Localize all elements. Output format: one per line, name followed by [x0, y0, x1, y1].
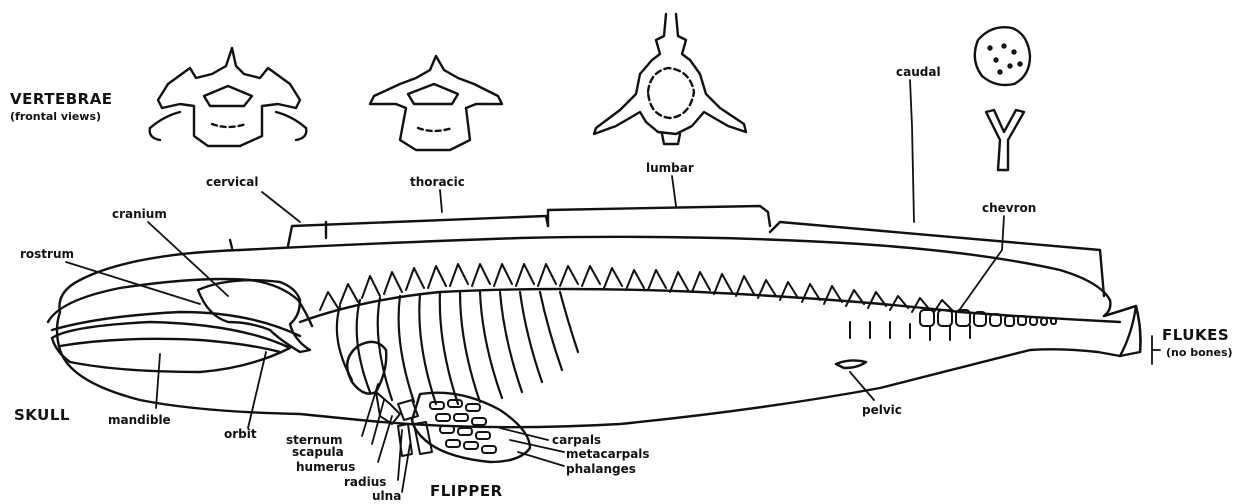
mandible-label: mandible — [108, 413, 171, 427]
pelvic-label: pelvic — [862, 403, 902, 417]
skull-label: SKULL — [14, 406, 70, 424]
flukes-outline — [1104, 306, 1141, 356]
spine — [300, 289, 1120, 322]
carpals-label: carpals — [552, 433, 601, 447]
ulna-label: ulna — [372, 489, 401, 503]
thoracic-vertebra-drawing — [370, 56, 502, 150]
phalanges-label: phalanges — [566, 462, 636, 476]
lumbar-vertebra-drawing — [594, 14, 746, 144]
body-outline — [57, 237, 1141, 427]
thoracic-label: thoracic — [410, 175, 465, 189]
pelvic-bone — [836, 360, 866, 368]
scapula-label: scapula — [292, 445, 344, 459]
lumbar-label: lumbar — [646, 161, 694, 175]
radius-label: radius — [344, 475, 386, 489]
caudal-label: caudal — [896, 65, 941, 79]
flukes-note: (no bones) — [1166, 346, 1233, 359]
flipper-label: FLIPPER — [430, 482, 503, 500]
vertebrae-title: VERTEBRAE — [10, 90, 113, 108]
orbit-label: orbit — [224, 427, 257, 441]
metacarpals-label: metacarpals — [566, 447, 650, 461]
chevron-bone-drawing — [986, 110, 1024, 170]
flukes-label: FLUKES — [1162, 326, 1229, 344]
cervical-label: cervical — [206, 175, 258, 189]
humerus-label: humerus — [296, 460, 355, 474]
caudal-vertebra-drawing — [975, 27, 1030, 85]
vertebrae-subtitle: (frontal views) — [10, 110, 101, 123]
cervical-vertebra-drawing — [150, 48, 307, 146]
cranium-label: cranium — [112, 207, 167, 221]
rostrum-label: rostrum — [20, 247, 74, 261]
rostrum-outline — [48, 279, 312, 326]
chevron-label: chevron — [982, 201, 1036, 215]
